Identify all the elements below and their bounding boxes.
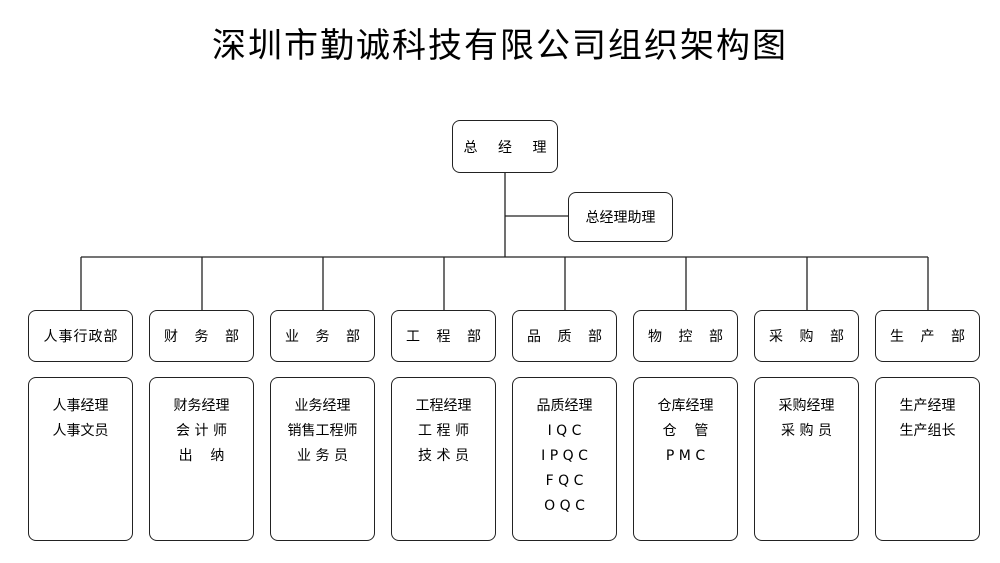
dept-box-sales: 业 务 部 — [270, 310, 375, 362]
dept-box-production: 生 产 部 — [875, 310, 980, 362]
dept-label: 品 质 部 — [527, 329, 608, 345]
staff-role: 品质经理 — [536, 398, 593, 414]
staff-box-quality: 品质经理 I Q C I P Q C F Q C O Q C — [512, 377, 617, 541]
staff-role: 销售工程师 — [287, 423, 358, 439]
staff-box-engineering: 工程经理 工 程 师 技 术 员 — [391, 377, 496, 541]
ceo-box: 总 经 理 — [452, 120, 558, 173]
staff-role: O Q C — [544, 498, 585, 514]
dept-label: 业 务 部 — [285, 329, 366, 345]
dept-box-hr-admin: 人事行政部 — [28, 310, 133, 362]
staff-role: 人事文员 — [52, 423, 109, 439]
staff-role: 工 程 师 — [418, 423, 469, 439]
staff-box-finance: 财务经理 会 计 师 出 纳 — [149, 377, 254, 541]
staff-role: 人事经理 — [52, 398, 109, 414]
dept-box-finance: 财 务 部 — [149, 310, 254, 362]
staff-box-purchasing: 采购经理 采 购 员 — [754, 377, 859, 541]
staff-role: 财务经理 — [173, 398, 230, 414]
staff-box-material-control: 仓库经理 仓 管 P M C — [633, 377, 738, 541]
staff-role: 生产组长 — [899, 423, 956, 439]
staff-box-production: 生产经理 生产组长 — [875, 377, 980, 541]
dept-label: 生 产 部 — [890, 329, 971, 345]
assistant-box: 总经理助理 — [568, 192, 673, 242]
staff-role: 仓 管 — [662, 423, 709, 439]
staff-role: 生产经理 — [899, 398, 956, 414]
staff-box-sales: 业务经理 销售工程师 业 务 员 — [270, 377, 375, 541]
staff-role: 会 计 师 — [176, 423, 227, 439]
dept-label: 工 程 部 — [406, 329, 487, 345]
staff-role: 技 术 员 — [418, 448, 469, 464]
chart-title: 深圳市勤诚科技有限公司组织架构图 — [212, 26, 788, 66]
dept-label: 财 务 部 — [164, 329, 245, 345]
staff-role: P M C — [665, 448, 706, 464]
staff-role: 采购经理 — [778, 398, 835, 414]
staff-role: 工程经理 — [415, 398, 472, 414]
dept-box-quality: 品 质 部 — [512, 310, 617, 362]
dept-label: 采 购 部 — [769, 329, 850, 345]
staff-role: I P Q C — [541, 448, 588, 464]
staff-role: 采 购 员 — [781, 423, 832, 439]
staff-role: 仓库经理 — [657, 398, 714, 414]
ceo-label: 总 经 理 — [463, 139, 555, 156]
assistant-label: 总经理助理 — [585, 210, 656, 226]
dept-box-purchasing: 采 购 部 — [754, 310, 859, 362]
dept-box-engineering: 工 程 部 — [391, 310, 496, 362]
staff-role: 业 务 员 — [297, 448, 348, 464]
staff-role: F Q C — [545, 473, 584, 489]
dept-label: 人事行政部 — [43, 329, 119, 345]
staff-role: 业务经理 — [294, 398, 351, 414]
staff-role: 出 纳 — [178, 448, 225, 464]
staff-box-hr-admin: 人事经理 人事文员 — [28, 377, 133, 541]
dept-label: 物 控 部 — [648, 329, 729, 345]
dept-box-material-control: 物 控 部 — [633, 310, 738, 362]
staff-role: I Q C — [547, 423, 582, 439]
